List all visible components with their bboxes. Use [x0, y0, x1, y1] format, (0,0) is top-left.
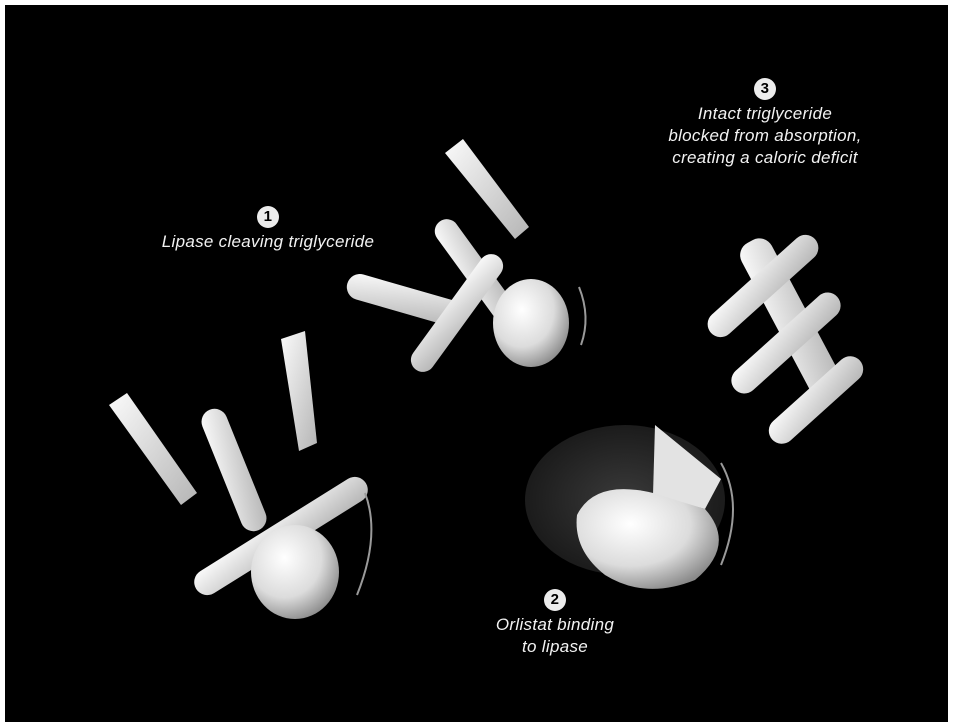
diagram-frame: 1 Lipase cleaving triglyceride 2 Orlista… — [5, 5, 948, 722]
lipase-enzyme — [493, 279, 569, 367]
step-2-line-2: to lipase — [445, 636, 665, 658]
fatty-acid-tail — [109, 393, 197, 505]
fatty-acid-tail — [445, 139, 529, 239]
lipase-triglyceride-group-1 — [109, 331, 373, 619]
orlistat-lipase-group — [525, 425, 733, 589]
step-3-label: 3 Intact triglyceride blocked from absor… — [625, 77, 905, 169]
intact-triglyceride-group — [702, 229, 868, 449]
step-1-line-1: Lipase cleaving triglyceride — [123, 231, 413, 253]
step-3-line-2: blocked from absorption, — [625, 125, 905, 147]
lipase-triglyceride-group-2 — [344, 139, 586, 377]
fatty-acid-chain — [198, 405, 271, 535]
step-1-label: 1 Lipase cleaving triglyceride — [123, 205, 413, 253]
step-2-number-badge: 2 — [544, 589, 566, 611]
step-3-line-1: Intact triglyceride — [625, 103, 905, 125]
step-2-label: 2 Orlistat binding to lipase — [445, 588, 665, 658]
lipase-enzyme — [251, 525, 339, 619]
enzyme-outline — [357, 493, 371, 595]
fatty-acid-tail — [281, 331, 317, 451]
step-1-number-badge: 1 — [257, 206, 279, 228]
step-3-number-badge: 3 — [754, 78, 776, 100]
enzyme-outline — [579, 287, 586, 345]
step-3-line-3: creating a caloric deficit — [625, 147, 905, 169]
step-2-line-1: Orlistat binding — [445, 614, 665, 636]
